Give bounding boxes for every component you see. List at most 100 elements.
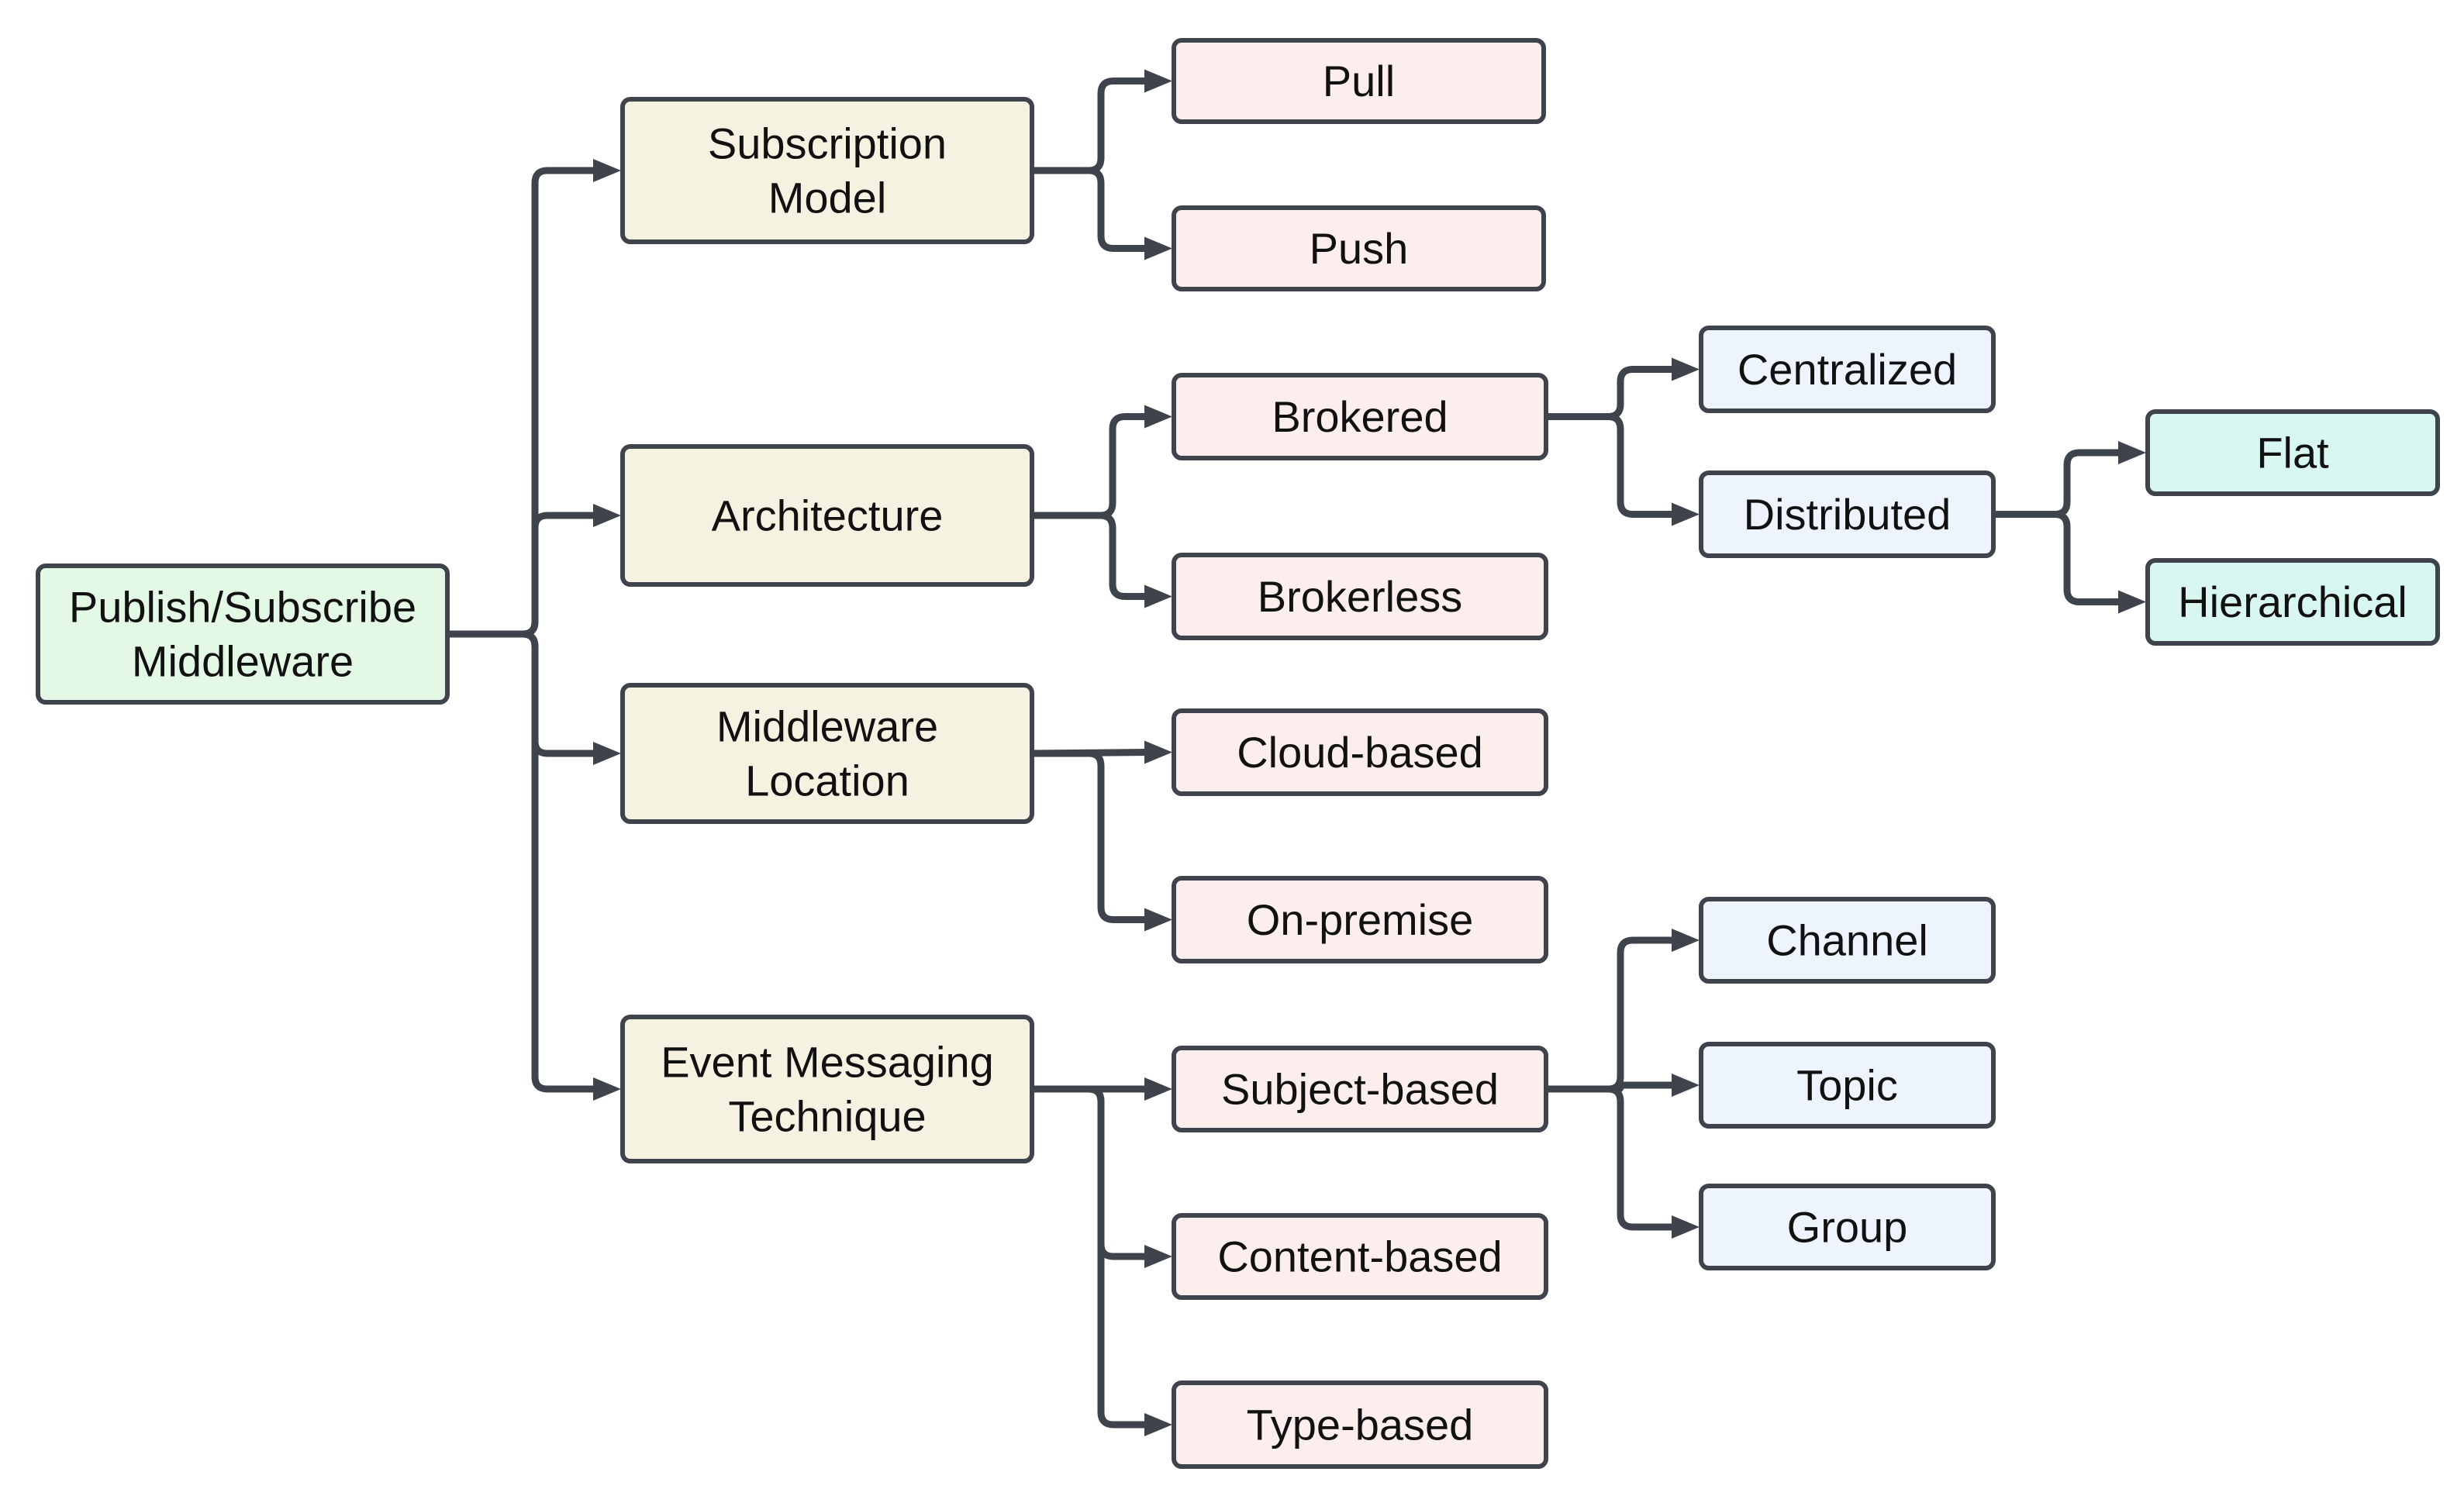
- connector-layer: [443, 69, 2146, 1436]
- node-push: Push: [1172, 205, 1546, 291]
- connector-subscription-to-pull: [1028, 78, 1151, 174]
- node-label-type-0: Type-based: [1247, 1401, 1474, 1449]
- node-label-subscription-1: Model: [768, 174, 887, 222]
- node-label-brokerless-0: Brokerless: [1258, 572, 1463, 621]
- arrowhead-icon: [1144, 584, 1172, 608]
- connector-root-to-subscription: [443, 167, 600, 638]
- connector-root-to-location: [443, 630, 600, 757]
- arrowhead-icon: [1144, 236, 1172, 260]
- connector-brokered-to-centralized: [1542, 366, 1679, 420]
- node-box-subject: [1172, 1046, 1548, 1132]
- connector-distributed-to-hierarchical: [1989, 511, 2125, 605]
- connector-subject-to-channel: [1542, 936, 1679, 1093]
- arrowhead-icon: [1144, 1413, 1172, 1436]
- connector-architecture-to-brokered: [1028, 413, 1151, 519]
- node-box-pull: [1172, 38, 1546, 124]
- node-label-root-0: Publish/Subscribe: [69, 583, 416, 632]
- arrowhead-icon: [593, 1077, 621, 1101]
- node-label-pull-0: Pull: [1323, 57, 1395, 105]
- node-label-subject-0: Subject-based: [1221, 1065, 1499, 1114]
- connector-subject-to-group: [1542, 1085, 1679, 1231]
- node-pull: Pull: [1172, 38, 1546, 124]
- node-box-topic: [1699, 1042, 1996, 1129]
- arrowhead-icon: [1144, 405, 1172, 429]
- node-box-centralized: [1699, 326, 1996, 413]
- node-label-group-0: Group: [1787, 1203, 1908, 1252]
- node-label-subscription-0: Subscription: [708, 119, 947, 168]
- node-label-topic-0: Topic: [1796, 1061, 1898, 1110]
- node-label-centralized-0: Centralized: [1738, 345, 1957, 394]
- node-label-messaging-0: Event Messaging: [661, 1038, 994, 1087]
- arrowhead-icon: [1144, 1245, 1172, 1268]
- arrowhead-icon: [2118, 590, 2146, 614]
- node-architecture: Architecture: [620, 444, 1034, 587]
- node-box-cloud: [1172, 708, 1548, 796]
- arrowhead-icon: [593, 159, 621, 182]
- node-flat: Flat: [2145, 409, 2440, 496]
- node-distributed: Distributed: [1699, 470, 1996, 558]
- arrowhead-icon: [1144, 1077, 1172, 1101]
- node-label-onpremise-0: On-premise: [1247, 895, 1474, 944]
- arrowhead-icon: [1672, 502, 1700, 526]
- arrowhead-icon: [1672, 1215, 1700, 1239]
- node-label-brokered-0: Brokered: [1272, 392, 1448, 441]
- arrowhead-icon: [593, 742, 621, 765]
- node-box-type: [1172, 1380, 1548, 1469]
- node-box-messaging: [620, 1015, 1034, 1163]
- node-brokered: Brokered: [1172, 373, 1548, 460]
- connector-subject-to-topic: [1542, 1081, 1679, 1093]
- node-box-architecture: [620, 444, 1034, 587]
- node-box-flat: [2145, 409, 2440, 496]
- node-box-channel: [1699, 897, 1996, 984]
- node-box-push: [1172, 205, 1546, 291]
- node-onpremise: On-premise: [1172, 876, 1548, 963]
- node-box-group: [1699, 1184, 1996, 1270]
- connector-location-to-onpremise: [1028, 750, 1151, 923]
- node-box-brokered: [1172, 373, 1548, 460]
- connector-messaging-to-content: [1028, 1085, 1151, 1260]
- node-brokerless: Brokerless: [1172, 553, 1548, 640]
- node-label-messaging-1: Technique: [728, 1092, 926, 1141]
- node-box-subscription: [620, 97, 1034, 244]
- connector-messaging-to-type: [1028, 1085, 1151, 1429]
- node-hierarchical: Hierarchical: [2145, 558, 2440, 646]
- connector-distributed-to-flat: [1989, 449, 2125, 518]
- arrowhead-icon: [1672, 357, 1700, 381]
- connector-architecture-to-brokerless: [1028, 512, 1151, 600]
- node-box-distributed: [1699, 470, 1996, 558]
- connector-root-to-messaging: [443, 630, 600, 1093]
- node-label-location-0: Middleware: [716, 702, 938, 751]
- connector-root-to-architecture: [443, 512, 600, 638]
- node-label-flat-0: Flat: [2256, 429, 2329, 477]
- node-label-root-1: Middleware: [132, 637, 354, 686]
- node-channel: Channel: [1699, 897, 1996, 984]
- node-topic: Topic: [1699, 1042, 1996, 1129]
- node-label-hierarchical-0: Hierarchical: [2178, 577, 2407, 626]
- connector-subscription-to-push: [1028, 167, 1151, 252]
- connector-brokered-to-distributed: [1542, 413, 1679, 518]
- arrowhead-icon: [1672, 929, 1700, 952]
- node-type: Type-based: [1172, 1380, 1548, 1469]
- node-label-content-0: Content-based: [1217, 1232, 1502, 1281]
- node-box-hierarchical: [2145, 558, 2440, 646]
- node-subject: Subject-based: [1172, 1046, 1548, 1132]
- node-box-onpremise: [1172, 876, 1548, 963]
- node-box-brokerless: [1172, 553, 1548, 640]
- node-label-channel-0: Channel: [1766, 916, 1928, 965]
- node-label-cloud-0: Cloud-based: [1237, 728, 1483, 777]
- arrowhead-icon: [593, 504, 621, 527]
- arrowhead-icon: [1144, 69, 1172, 93]
- arrowhead-icon: [1144, 740, 1172, 764]
- node-label-push-0: Push: [1310, 224, 1409, 273]
- arrowhead-icon: [1144, 908, 1172, 932]
- node-cloud: Cloud-based: [1172, 708, 1548, 796]
- node-box-location: [620, 683, 1034, 824]
- arrowhead-icon: [1672, 1074, 1700, 1097]
- node-label-location-1: Location: [745, 757, 909, 805]
